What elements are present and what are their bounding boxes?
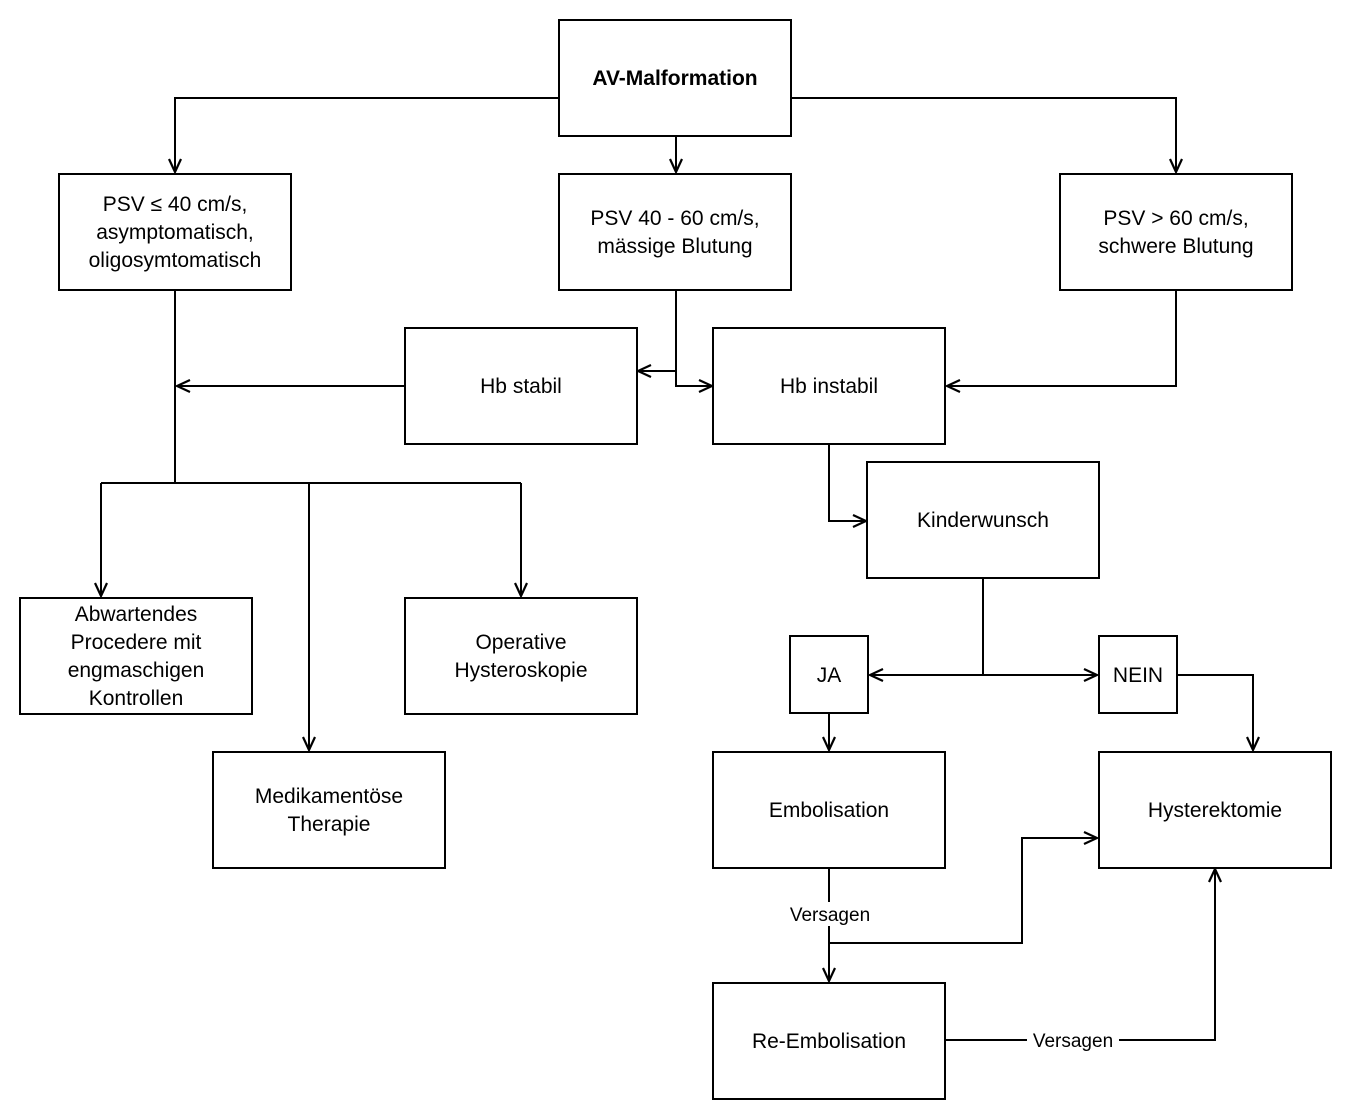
node-av-malformation-label: AV-Malformation [592,67,757,90]
node-psv-high-label: PSV > 60 cm/s, schwere Blutung [1098,207,1253,258]
edge-label-versagen-embolisation: Versagen [790,905,870,926]
edge-label-bg [1027,1028,1119,1052]
edge-av-to-psv-high [791,97,1176,172]
node-label-line: PSV > 60 cm/s, [1103,207,1248,230]
node-label-line: Hysteroskopie [454,659,587,682]
node-re-embolisation-label: Re-Embolisation [752,1030,906,1053]
edge-nein-to-hysterektomie [1176,674,1253,750]
node-label-line: Abwartendes [75,603,198,626]
node-av-malformation: AV-Malformation [558,19,792,137]
node-label-line: JA [817,664,842,687]
edge-label-bg [784,902,876,926]
edge-embolisation-to-hysterektomie [829,838,1097,944]
node-hb-stabil-label: Hb stabil [480,375,562,398]
node-hb-stabil: Hb stabil [404,327,638,445]
node-label-line: PSV 40 - 60 cm/s, [590,207,759,230]
node-nein: NEIN [1098,635,1178,714]
node-label-line: Kontrollen [89,687,184,710]
node-label-line: Medikamentöse [255,785,403,808]
edge-labels: Versagen Versagen [784,902,1119,1052]
node-psv-mid-label: PSV 40 - 60 cm/s, mässige Blutung [590,207,759,258]
node-label-line: engmaschigen [68,659,205,682]
node-label-line: Operative [475,631,566,654]
node-label-line: AV-Malformation [592,67,757,90]
node-label-line: mässige Blutung [597,235,752,258]
node-hb-instabil: Hb instabil [712,327,946,445]
node-label-line: Embolisation [769,799,889,822]
nodes: AV-Malformation PSV ≤ 40 cm/s, asymptomat… [19,19,1332,1100]
node-label-line: asymptomatisch, [96,221,254,244]
node-re-embolisation: Re-Embolisation [712,982,946,1100]
edge-hb-instabil-to-kinderwunsch [828,444,866,521]
edge-re-embolisation-to-hysterektomie [946,869,1215,1041]
node-label-line: oligosymtomatisch [89,249,262,272]
node-ja: JA [789,635,869,714]
node-label-line: Re-Embolisation [752,1030,906,1053]
node-kinderwunsch: Kinderwunsch [866,461,1100,579]
node-psv-low-label: PSV ≤ 40 cm/s, asymptomatisch, oligosymtom… [89,193,262,272]
node-label-line: Hb stabil [480,375,562,398]
node-hysterektomie-label: Hysterektomie [1148,799,1282,822]
node-label-line: NEIN [1113,664,1163,687]
edge-av-to-psv-low [175,97,559,172]
node-label-line: PSV ≤ 40 cm/s, [103,193,248,216]
node-hysterektomie: Hysterektomie [1098,751,1332,869]
edge-psv-mid-to-hb-instabil [675,371,712,386]
node-label-line: Hysterektomie [1148,799,1282,822]
node-nein-label: NEIN [1113,664,1163,687]
node-embolisation: Embolisation [712,751,946,869]
node-kinderwunsch-label: Kinderwunsch [917,509,1049,532]
node-ja-label: JA [817,664,842,687]
node-hb-instabil-label: Hb instabil [780,375,878,398]
node-psv-high: PSV > 60 cm/s, schwere Blutung [1059,173,1293,291]
node-label-line: Kinderwunsch [917,509,1049,532]
node-psv-low: PSV ≤ 40 cm/s, asymptomatisch, oligosymtom… [58,173,292,291]
node-label-line: Therapie [288,813,371,836]
node-psv-mid: PSV 40 - 60 cm/s, mässige Blutung [558,173,792,291]
edge-psv-high-to-hb-instabil [947,290,1177,386]
node-label-line: schwere Blutung [1098,235,1253,258]
node-label-line: Hb instabil [780,375,878,398]
node-embolisation-label: Embolisation [769,799,889,822]
edge-label-versagen-re-embolisation: Versagen [1033,1031,1113,1052]
edge-psv-mid-to-hb-stabil [638,290,677,371]
node-label-line: Procedere mit [71,631,202,654]
